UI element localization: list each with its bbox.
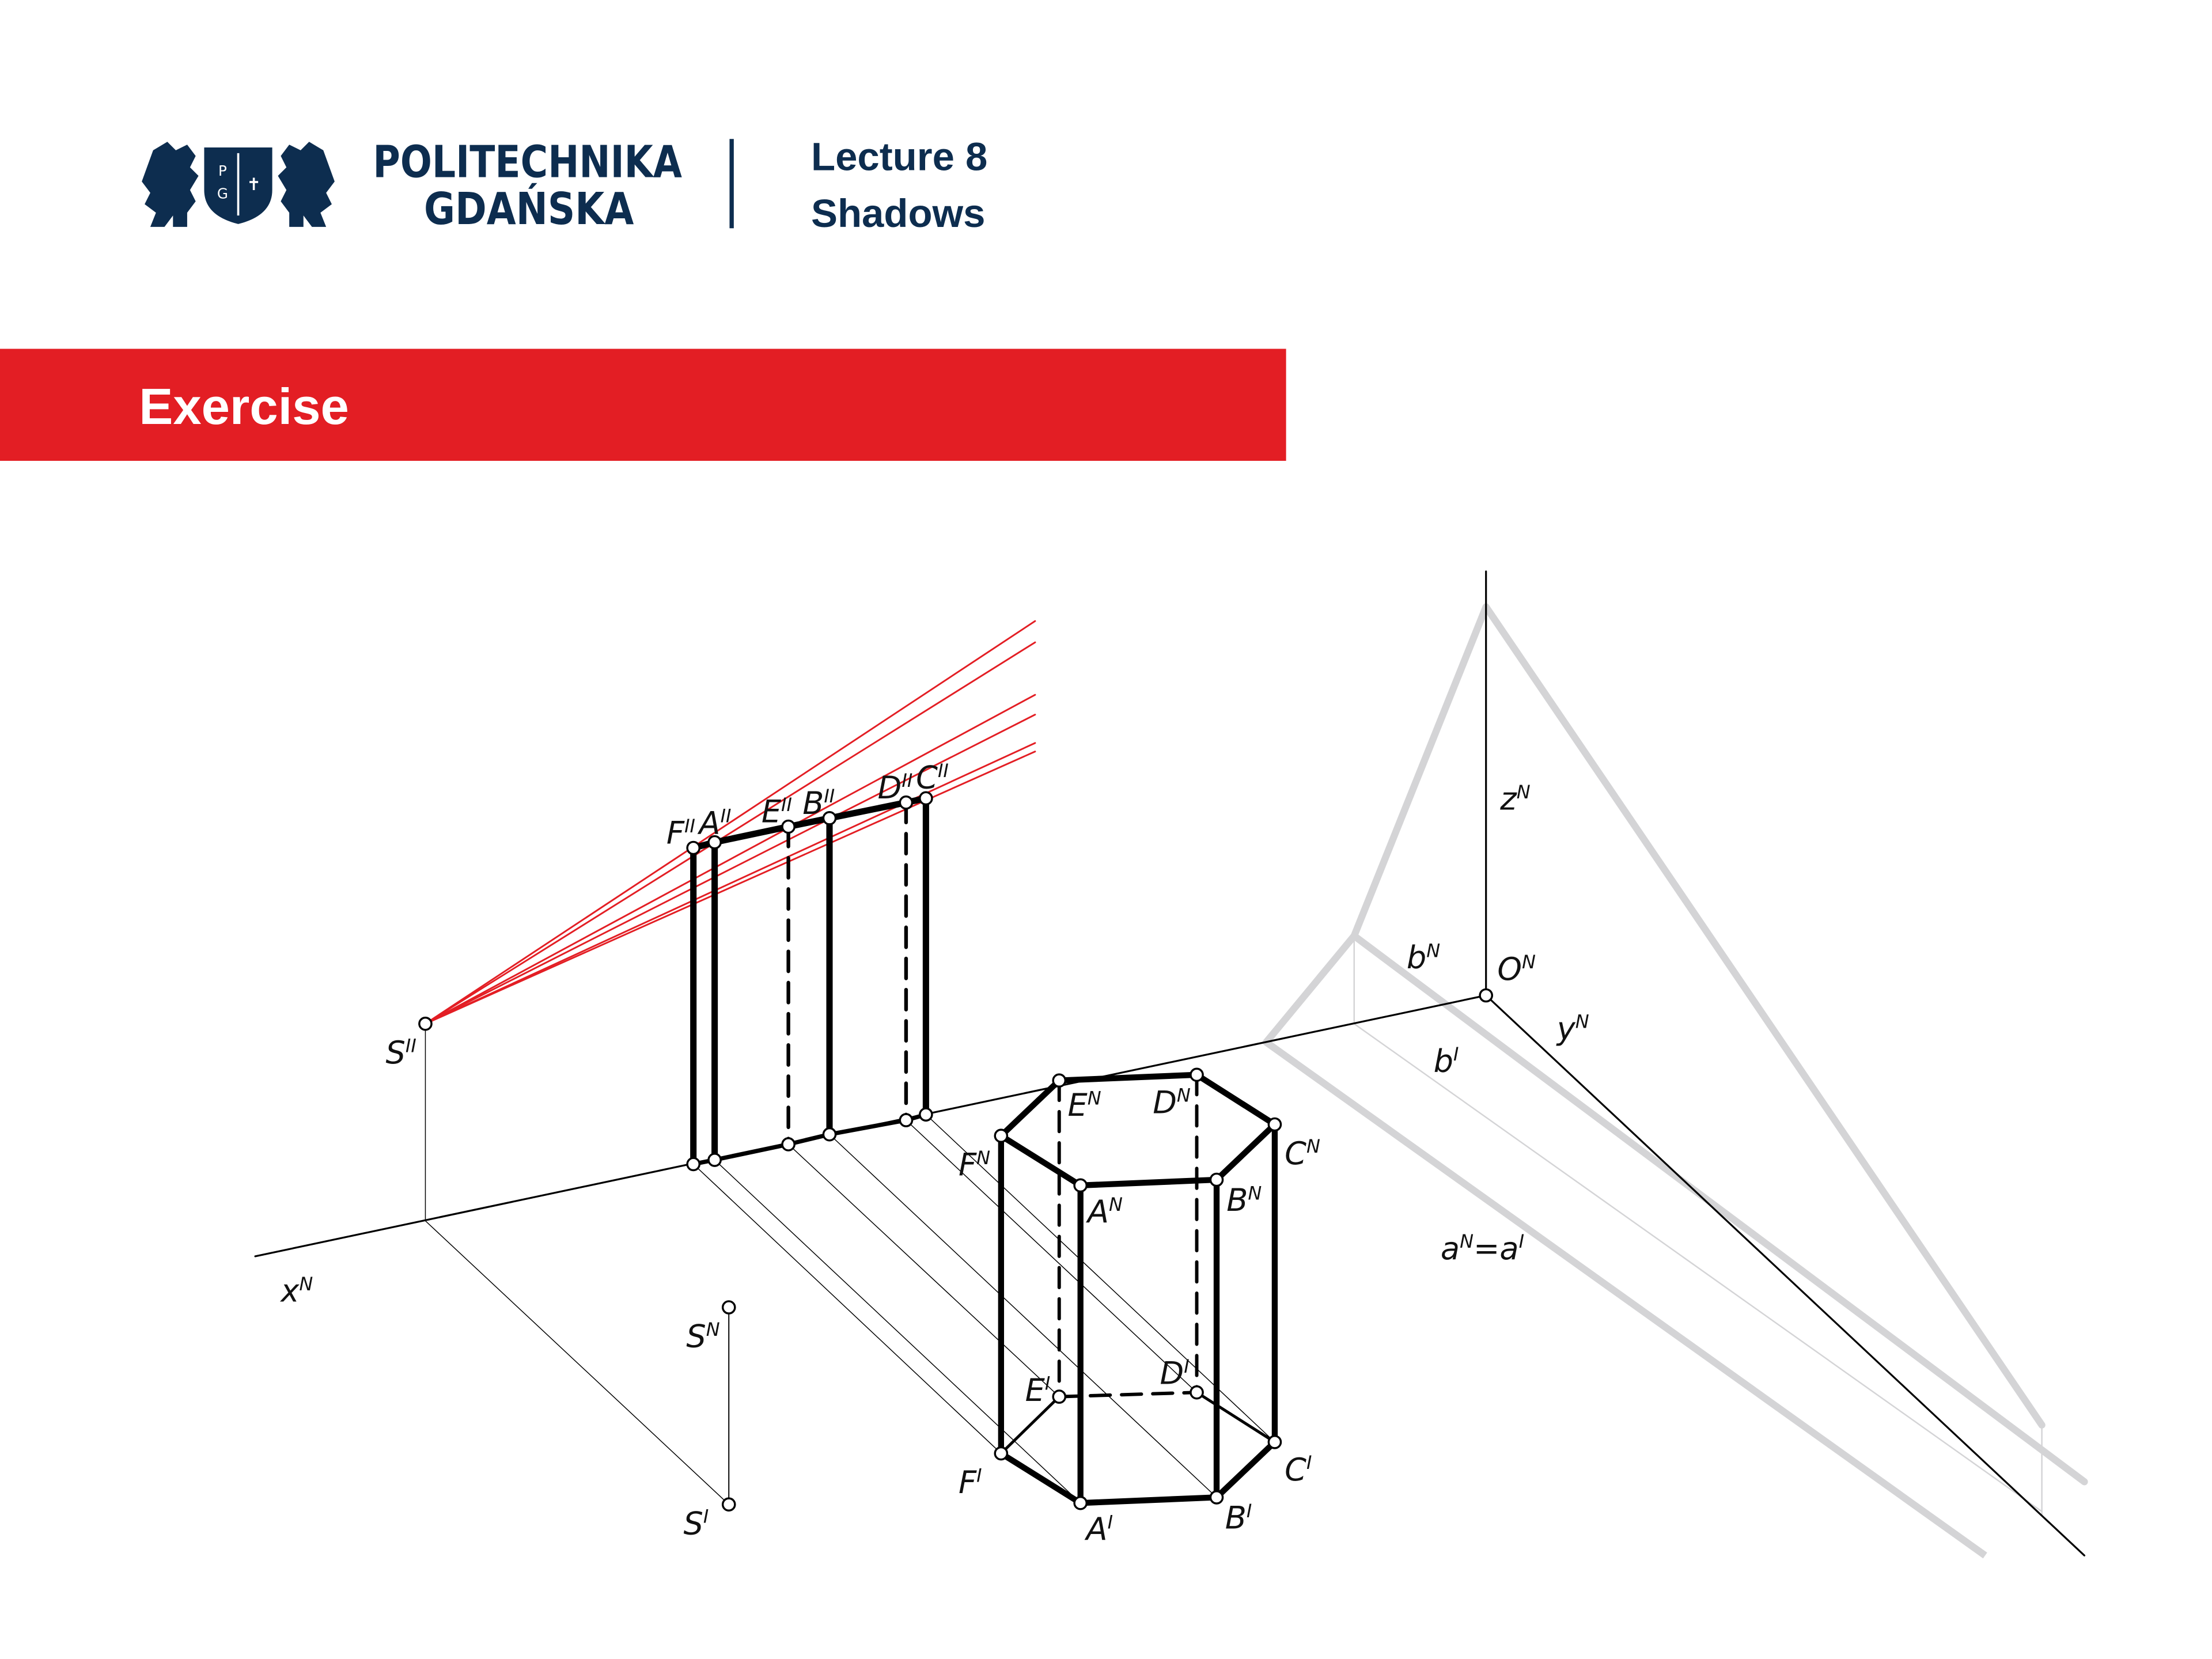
plane-trace-diagonal [1482, 603, 2046, 1429]
point-marker [707, 835, 722, 850]
label-b1: bI [1434, 1043, 1459, 1080]
point-marker [1073, 1495, 1088, 1510]
point-marker [822, 811, 837, 825]
point-marker [822, 1127, 837, 1142]
projector-line [906, 1119, 1198, 1393]
point-marker [899, 795, 914, 810]
label-BN: BN [1226, 1182, 1262, 1218]
light-ray [424, 714, 1036, 1025]
point-marker [781, 819, 796, 834]
prism-bottom-edge [1195, 1391, 1277, 1444]
label-C1: CI [1285, 1452, 1312, 1488]
banner-title: Exercise [139, 378, 349, 435]
prism-bottom-visible [999, 1440, 1277, 1506]
point-marker [707, 1153, 722, 1167]
plane-trace-upper [1263, 605, 1987, 1559]
projector-line [829, 1134, 1217, 1498]
label-F1: FI [959, 1464, 982, 1501]
label-B1: BI [1225, 1500, 1252, 1536]
label-S2: SII [386, 1035, 416, 1071]
point-origin [1479, 988, 1493, 1003]
label-S1: SI [683, 1505, 709, 1541]
point-marker [1190, 1385, 1204, 1400]
point-s1 [721, 1497, 736, 1512]
brand-line2: GDAŃSKA [424, 183, 634, 234]
point-marker [919, 791, 933, 806]
plane-trace-b-prime [1353, 1023, 2043, 1513]
lecture-number: Lecture 8 [811, 134, 987, 179]
label-CN: CN [1285, 1135, 1320, 1172]
label-zN: zN [1499, 781, 1530, 817]
logo-letter-p: P [218, 162, 227, 179]
label-DN: DN [1153, 1084, 1191, 1120]
light-ray [424, 751, 1036, 1025]
lecture-topic: Shadows [811, 191, 985, 236]
point-marker [994, 1128, 1009, 1143]
logo-crosses: ✝ [247, 175, 261, 194]
point-marker [994, 1446, 1009, 1461]
label-xN: xN [279, 1273, 313, 1309]
point-marker [1052, 1389, 1067, 1404]
point-marker [1073, 1178, 1088, 1193]
light-ray [424, 641, 1036, 1025]
label-D1: DI [1160, 1355, 1190, 1391]
s-projector-oblique [425, 1220, 729, 1505]
point-marker [686, 840, 701, 855]
projector-line [692, 1164, 1002, 1454]
point-marker [899, 1113, 914, 1127]
label-C2: CII [916, 760, 949, 796]
point-marker [1052, 1073, 1067, 1088]
label-yN: yN [1556, 1010, 1589, 1047]
wall-bottom-edge [692, 1112, 927, 1166]
label-D2: DII [878, 770, 913, 806]
plane-trace-b [1350, 932, 2088, 1486]
label-aN: aN=aI [1441, 1230, 1524, 1267]
university-logo: P G ✝ [142, 142, 335, 227]
point-marker [919, 1107, 933, 1122]
point-sn [721, 1300, 736, 1315]
projector-line [714, 1159, 1081, 1503]
lion-left-icon [142, 142, 199, 227]
label-bN: bN [1407, 940, 1440, 976]
light-ray [424, 742, 1036, 1025]
label-FN: FN [959, 1147, 990, 1183]
label-F2: FII [666, 815, 695, 851]
label-B2: BII [802, 785, 835, 821]
brand-line1: POLITECHNIKA [373, 137, 682, 188]
logo-letter-g: G [217, 185, 228, 202]
light-ray [424, 694, 1036, 1025]
label-ON: ON [1497, 951, 1536, 987]
prism-top-hexagon [998, 1071, 1278, 1189]
lion-right-icon [278, 142, 335, 227]
point-marker [686, 1157, 701, 1172]
point-marker [1209, 1172, 1224, 1187]
projector-line [787, 1143, 1060, 1397]
label-AN: AN [1086, 1194, 1123, 1230]
label-E1: EI [1025, 1372, 1051, 1408]
label-A1: AI [1085, 1511, 1113, 1547]
prism-bottom-edge [999, 1395, 1061, 1455]
y-axis [1485, 994, 2086, 1556]
point-marker [1267, 1435, 1282, 1449]
point-marker [1267, 1117, 1282, 1132]
label-A2: AII [698, 805, 732, 841]
point-marker [1209, 1490, 1224, 1505]
light-ray [424, 620, 1036, 1025]
prism-bottom-hidden [1057, 1391, 1199, 1399]
point-marker [781, 1137, 796, 1152]
label-E2: EII [762, 794, 792, 830]
exercise-banner [0, 349, 1286, 461]
point-s2 [418, 1016, 433, 1031]
label-SN: SN [686, 1318, 719, 1354]
label-EN: EN [1068, 1087, 1101, 1123]
point-marker [1190, 1067, 1204, 1082]
